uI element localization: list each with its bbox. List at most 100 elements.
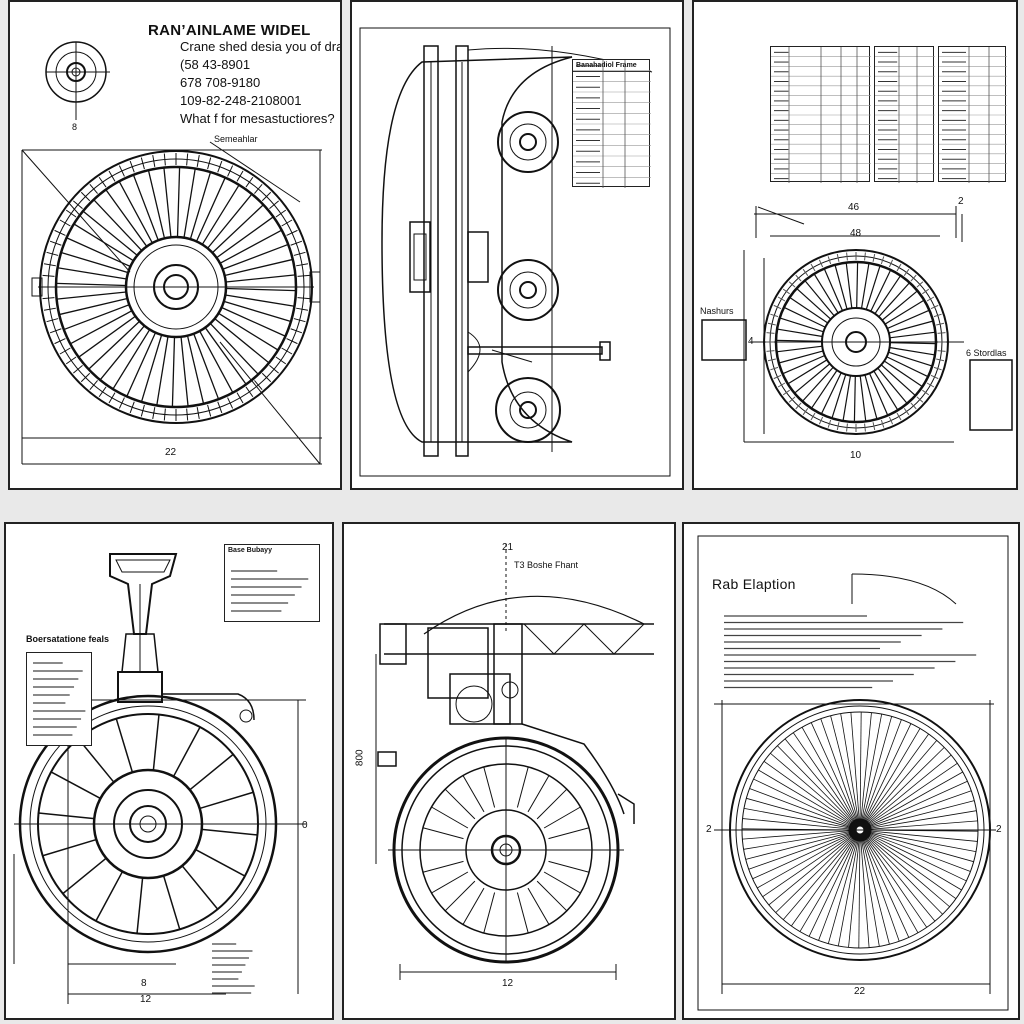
rim-tick — [245, 386, 254, 398]
sheet-2-spec-table: Banahadiol Frame — [572, 59, 651, 188]
rim-tick — [777, 296, 786, 302]
spoke — [93, 199, 143, 252]
spoke — [799, 838, 856, 932]
rim-tick — [777, 382, 786, 388]
rim-tick — [140, 157, 145, 170]
spoke — [163, 167, 172, 238]
spoke — [186, 335, 205, 404]
spoke — [869, 832, 974, 863]
spoke — [218, 312, 279, 351]
rim-tick — [59, 347, 71, 355]
rim-tick — [118, 397, 125, 409]
sheet-3-corner-dim: 2 — [958, 196, 964, 207]
spoke — [818, 839, 857, 941]
spoke — [863, 719, 902, 821]
rim-tick — [286, 229, 298, 236]
rim-tick — [89, 184, 98, 194]
drawing-sheet-1: RAN’AINLAME WIDEL Crane shed desia you o… — [8, 0, 342, 490]
spoke — [784, 738, 854, 823]
spoke — [782, 837, 854, 920]
spoke — [860, 839, 870, 948]
spoke — [775, 836, 854, 913]
rim-tick — [888, 259, 894, 268]
sheet-4-legend-box — [26, 652, 92, 746]
spoke — [883, 360, 923, 388]
sheet-4-box-title: Base Bubayy — [228, 547, 272, 554]
spoke — [543, 806, 581, 829]
spoke — [99, 325, 145, 381]
sheet-3-table-2-grid — [875, 47, 935, 183]
spoke — [193, 333, 220, 400]
spoke — [834, 264, 848, 310]
spoke — [742, 828, 851, 831]
rim-tick — [108, 170, 116, 182]
spoke — [813, 273, 839, 314]
spoke — [183, 168, 196, 238]
rim-tick — [80, 372, 91, 383]
rim-tick — [254, 184, 263, 194]
spoke — [801, 366, 834, 402]
spoke — [840, 713, 859, 821]
spoke — [864, 374, 878, 420]
spoke — [782, 354, 826, 375]
spoke — [172, 726, 201, 777]
rim-tick — [933, 366, 942, 371]
rim-tick — [818, 259, 824, 268]
spoke — [837, 839, 859, 947]
spoke — [865, 838, 928, 928]
rim-tick — [207, 404, 212, 417]
sheet-6-title: Rab Elaption — [712, 576, 796, 592]
rim-tick — [275, 356, 287, 365]
spoke — [842, 375, 852, 422]
sheet-1-line-4: 109-82-248-2108001 — [180, 93, 302, 108]
sheet-3-table-3-grid — [939, 47, 1007, 183]
rim-tick — [810, 263, 816, 272]
rim-tick — [207, 157, 212, 170]
spoke — [162, 875, 181, 930]
rim-tick — [767, 358, 776, 362]
rim-tick — [770, 366, 779, 371]
rim-tick — [802, 408, 809, 416]
spoke — [869, 790, 972, 828]
spoke — [112, 329, 151, 390]
spoke — [207, 193, 253, 249]
spoke — [869, 820, 978, 830]
sheet-4-note-box: Base Bubayy — [224, 544, 320, 622]
spoke — [863, 723, 912, 822]
rim-tick — [836, 253, 840, 262]
rim-tick — [910, 402, 917, 410]
spoke — [877, 367, 908, 404]
spoke — [831, 374, 847, 419]
spoke — [862, 839, 900, 942]
rim-tick — [73, 200, 83, 209]
spoke — [768, 836, 853, 906]
spoke — [820, 718, 858, 821]
spoke — [778, 350, 824, 364]
sheet-4-bottom-dim: 12 — [140, 994, 152, 1005]
spoke — [823, 268, 844, 312]
rim-tick — [864, 252, 866, 261]
spoke — [869, 830, 978, 842]
spoke — [63, 304, 130, 331]
rim-tick — [296, 263, 309, 267]
spoke — [527, 887, 550, 925]
rim-tick — [98, 176, 107, 188]
spoke — [516, 766, 529, 808]
rim-tick — [926, 382, 935, 388]
sheet-1-line-2: (58 43-8901 — [180, 57, 251, 72]
spoke — [483, 892, 496, 934]
rim-tick — [930, 304, 939, 310]
spoke — [869, 800, 975, 828]
spoke — [804, 280, 835, 317]
sheet-5-top-dim: 21 — [502, 542, 514, 553]
spoke — [889, 331, 936, 339]
drawing-sheet-6: Rab Elaption 2 2 22 — [682, 522, 1020, 1020]
sheet-2-table-lines — [573, 60, 651, 188]
rim-tick — [910, 274, 917, 282]
spoke — [38, 812, 95, 820]
spoke — [850, 712, 860, 821]
spoke — [888, 320, 934, 334]
spoke — [219, 229, 282, 264]
rim-tick — [196, 154, 200, 167]
rim-tick — [275, 209, 287, 218]
